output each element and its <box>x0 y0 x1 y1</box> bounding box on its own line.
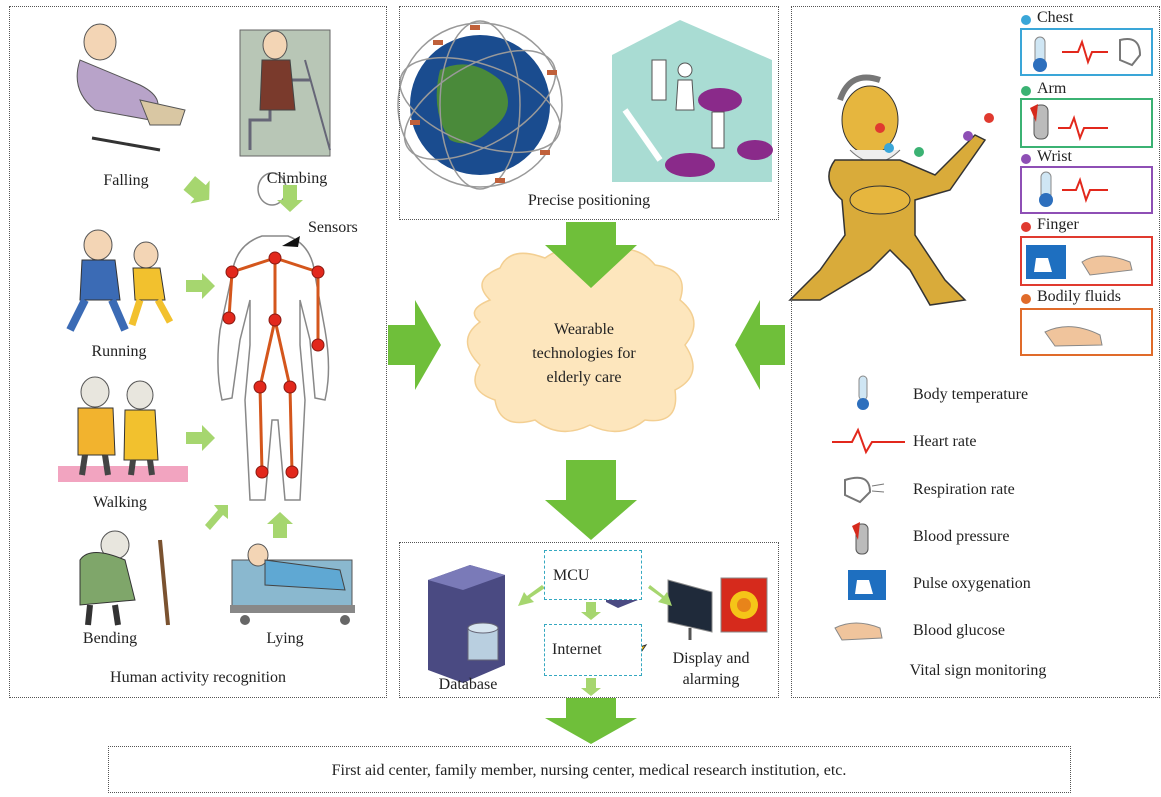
mcu-box <box>544 550 642 600</box>
activity-label-lying: Lying <box>266 630 304 647</box>
satellite-globe <box>397 20 563 190</box>
vital-sign-panel <box>791 6 1160 698</box>
sensor-dot <box>311 338 325 352</box>
site-box-wrist <box>1020 166 1153 214</box>
sensor-dot <box>311 265 325 279</box>
activity-panel-title: Human activity recognition <box>110 669 286 686</box>
sensor-dot <box>283 380 297 394</box>
cloud-line-3: elderly care <box>546 369 622 386</box>
activity-label-walking: Walking <box>93 494 147 511</box>
pulse-oximeter-icon <box>848 570 886 600</box>
sensor-dot <box>222 311 236 325</box>
glucose-meter-icon <box>834 622 883 641</box>
activity-label-bending: Bending <box>82 630 138 647</box>
positioning-label: Precise positioning <box>527 192 651 209</box>
monitor-icon <box>667 579 713 640</box>
sensor-dot <box>268 313 282 327</box>
body-site-dots <box>1021 15 1031 304</box>
site-label-arm: Arm <box>1037 80 1067 97</box>
vital-legend-icons <box>832 375 905 641</box>
indoor-positioning-map <box>612 20 773 182</box>
site-box-icons <box>1026 36 1142 347</box>
recipients-text: First aid center, family member, nursing… <box>331 762 847 779</box>
legend-blood-glucose: Blood glucose <box>913 622 1005 639</box>
display-label-line-1: Display and <box>672 650 750 667</box>
cloud-line-1: Wearable <box>554 321 614 338</box>
internet-label: Internet <box>552 641 602 658</box>
heart-rate-icon <box>832 427 905 455</box>
database-server-icon <box>428 565 505 683</box>
site-box-bodily-fluids <box>1020 308 1153 356</box>
walking-figures <box>58 376 188 482</box>
site-label-finger: Finger <box>1037 216 1079 233</box>
positioning-panel <box>399 6 779 220</box>
site-box-arm <box>1020 98 1153 148</box>
thermometer-icon <box>857 375 869 410</box>
sensor-dot <box>285 465 299 479</box>
legend-pulse-oxygenation: Pulse oxygenation <box>913 575 1031 592</box>
sensor-dot <box>225 265 239 279</box>
activity-label-running: Running <box>91 343 147 360</box>
site-label-bodily-fluids: Bodily fluids <box>1037 288 1122 305</box>
site-label-wrist: Wrist <box>1037 148 1072 165</box>
database-label: Database <box>438 676 498 693</box>
blood-pressure-icon <box>852 522 869 555</box>
running-figures <box>66 229 174 332</box>
activity-label-falling: Falling <box>103 172 149 189</box>
bending-figure <box>79 530 170 626</box>
mcu-label: MCU <box>553 567 590 584</box>
respiration-icon <box>844 476 885 504</box>
legend-heart-rate: Heart rate <box>913 433 977 450</box>
system-panel <box>399 542 779 698</box>
display-label-line-2: alarming <box>682 671 740 688</box>
body-sensor-diagram <box>217 172 330 501</box>
flow-arrows <box>388 222 785 744</box>
site-label-chest: Chest <box>1037 9 1074 26</box>
elderly-man-illustration <box>788 74 994 306</box>
legend-blood-pressure: Blood pressure <box>913 528 1010 545</box>
vital-panel-title: Vital sign monitoring <box>909 662 1047 679</box>
site-box-chest <box>1020 28 1153 76</box>
lying-figure <box>230 543 355 625</box>
sensor-dot <box>253 380 267 394</box>
sensors-label: Sensors <box>308 219 358 236</box>
sensor-dot <box>255 465 269 479</box>
legend-respiration-rate: Respiration rate <box>913 481 1015 498</box>
falling-figure <box>76 23 186 152</box>
sensor-dot <box>268 251 282 265</box>
recipients-box <box>108 746 1071 793</box>
cloud-line-2: technologies for <box>532 345 636 362</box>
system-arrows <box>518 585 672 696</box>
legend-body-temperature: Body temperature <box>913 386 1029 403</box>
activity-arrows <box>183 176 303 538</box>
site-box-finger <box>1020 236 1153 286</box>
activity-recognition-panel <box>9 6 387 698</box>
activity-label-climbing: Climbing <box>266 170 328 187</box>
internet-box <box>544 624 642 676</box>
alarm-icon <box>720 577 768 633</box>
climbing-figure <box>239 29 331 157</box>
